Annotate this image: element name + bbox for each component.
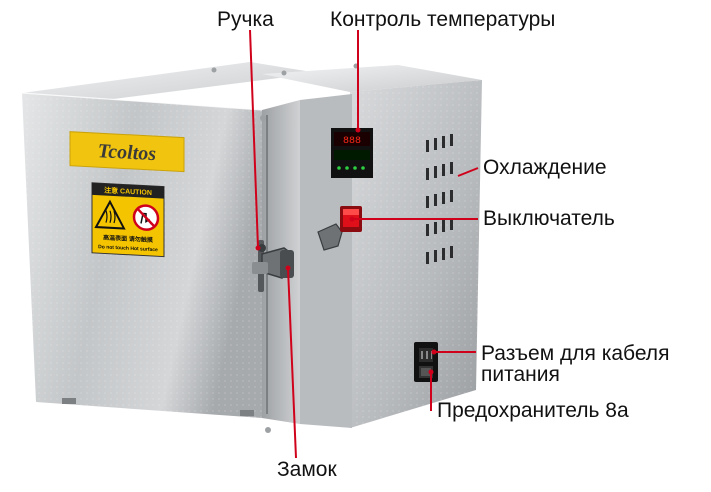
label-fuse: Предохранитель 8а [437,399,629,422]
latch-clamp [252,247,294,279]
label-lock: Замок [277,458,337,481]
brand-logo-text: Tcoltos [98,140,156,165]
label-switch: Выключатель [483,207,615,230]
control-box-top [262,65,482,92]
fuse-holder [419,366,433,378]
cooling-vents [426,134,453,264]
pointer-lines [249,29,479,459]
cabinet-top [22,62,318,102]
svg-text:888: 888 [343,136,361,147]
caution-title: 注意 CAUTION [104,185,152,196]
caution-en: Do not touch Hot surface [98,244,158,253]
brand-logo: Tcoltos [69,131,185,173]
label-cooling: Охлаждение [483,156,607,179]
label-handle: Ручка [217,8,274,31]
hot-surface-warning-icon [94,199,126,230]
caution-sticker: 注意 CAUTION 高温表面 请勿触摸 Do not touch Hot su… [91,182,165,258]
temperature-controller: 888 [331,128,373,178]
second-latch [317,223,343,251]
label-power-connector-line1: Разъем для кабеля [481,342,670,365]
label-temperature-control: Контроль температуры [330,8,556,31]
label-power-connector: Разъем для кабеля питания [481,343,669,385]
pointer-lock [287,267,297,459]
caution-cn: 高温表面 请勿触摸 [103,233,154,244]
pointer-cooling [457,167,479,177]
label-power-connector-line2: питания [481,363,560,386]
pointer-handle [249,29,259,249]
